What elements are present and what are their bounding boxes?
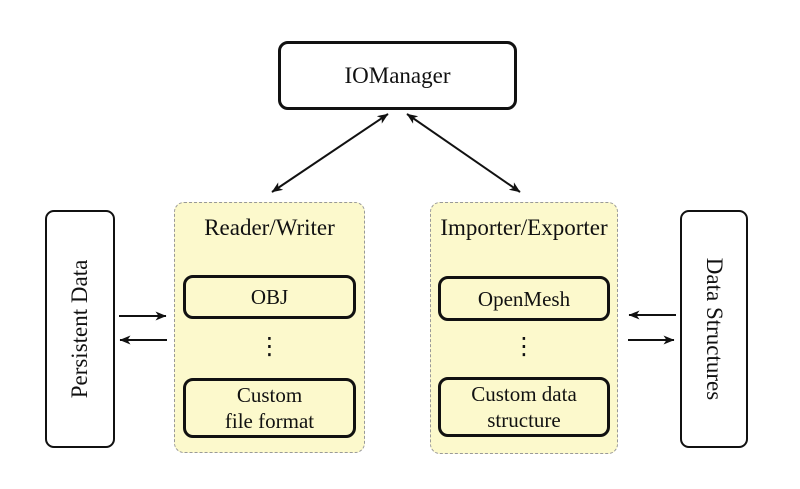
importer-exporter-title: Importer/Exporter (440, 215, 608, 240)
importer-exporter-group: Importer/Exporter OpenMesh ⋮ Custom data… (430, 202, 618, 454)
importer-exporter-vertical-dots: ⋮ (512, 332, 536, 360)
custom-data-structure-line1: Custom data (471, 382, 577, 406)
arrow-iomanager-readerwriter (271, 113, 389, 193)
data-structures-label: Data Structures (702, 257, 727, 401)
iomanager-label: IOManager (344, 62, 451, 88)
reader-writer-vertical-dots: ⋮ (257, 332, 282, 360)
custom-data-structure-node: Custom data structure (438, 377, 610, 437)
openmesh-label: OpenMesh (477, 286, 571, 311)
custom-file-format-line2: file format (224, 409, 315, 433)
reader-writer-group: Reader/Writer OBJ ⋮ Custom file format (174, 202, 365, 453)
arrow-iomanager-importerexporter (406, 113, 521, 193)
persistent-data-node: Persistent Data (45, 210, 115, 448)
data-structures-node: Data Structures (680, 210, 748, 448)
obj-label: OBJ (250, 285, 289, 309)
custom-file-format-node: Custom file format (183, 378, 356, 438)
openmesh-node: OpenMesh (438, 276, 610, 321)
reader-writer-title: Reader/Writer (204, 215, 335, 240)
custom-data-structure-line2: structure (487, 408, 561, 432)
persistent-data-label: Persistent Data (67, 259, 92, 399)
obj-node: OBJ (183, 275, 356, 319)
custom-file-format-line1: Custom (236, 383, 303, 407)
iomanager-node: IOManager (278, 41, 517, 110)
